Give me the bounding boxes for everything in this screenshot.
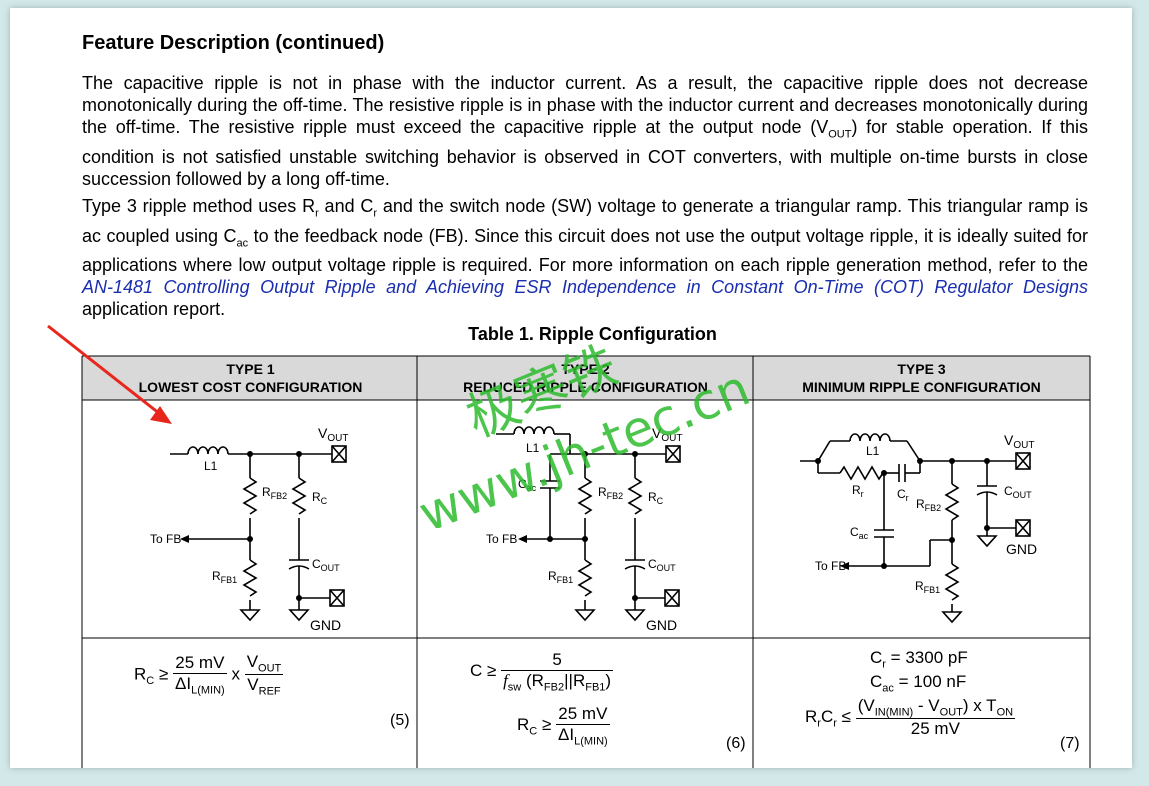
eq7-cac-value: Cac = 100 nF: [870, 672, 967, 695]
col-type-label: TYPE 2: [561, 361, 610, 377]
label-rfb2: RFB2: [916, 497, 941, 513]
paragraph-1: The capacitive ripple is not in phase wi…: [82, 72, 1088, 190]
label-cr: Cr: [897, 487, 909, 503]
resistor-rfb1-type3: [944, 563, 960, 601]
equation-6-number: (6): [726, 735, 746, 752]
paragraph-2: Type 3 ripple method uses Rr and Cr and …: [82, 195, 1088, 320]
resistor-rfb2-type3: [944, 483, 960, 521]
resistor-rc-type2: [627, 477, 643, 515]
resistor-rc-type1: [291, 477, 307, 515]
table-title: Table 1. Ripple Configuration: [468, 324, 717, 344]
eq7-cr-value: Cr = 3300 pF: [870, 648, 968, 671]
app-report-link[interactable]: AN-1481 Controlling Output Ripple and Ac…: [82, 277, 1088, 298]
resistor-rfb2-type1: [242, 477, 258, 515]
label-rfb1: RFB1: [212, 569, 237, 585]
equation-7-number: (7): [1060, 735, 1080, 752]
col-name-label: MINIMUM RIPPLE CONFIGURATION: [802, 379, 1041, 395]
label-cout: COUT: [312, 557, 340, 573]
label-l1: L1: [204, 459, 218, 473]
para2-a: Type 3 ripple method uses R: [82, 196, 316, 216]
label-rfb1: RFB1: [915, 579, 940, 595]
label-cout: COUT: [1004, 484, 1032, 500]
ground-symbol: [976, 535, 998, 548]
para2-ac: ac: [236, 237, 249, 250]
table-grid: [81, 355, 1091, 768]
inductor-l1-type2: [513, 426, 555, 435]
resistor-rfb1-type1: [242, 559, 258, 597]
table-header-bg: [82, 356, 1090, 400]
resistor-rfb1-type2: [577, 559, 593, 597]
col-name-label: LOWEST COST CONFIGURATION: [138, 379, 363, 395]
label-gnd: GND: [1006, 541, 1037, 557]
type2-nodes: [518, 451, 638, 601]
resistor-rr-type3: [839, 465, 884, 481]
label-cac: Cac: [850, 525, 869, 541]
col-header-type3: TYPE 3 MINIMUM RIPPLE CONFIGURATION: [755, 360, 1088, 396]
label-rc: RC: [648, 490, 664, 506]
label-vout: VOUT: [1004, 432, 1034, 451]
type3-nodes: [815, 458, 990, 570]
label-vout: VOUT: [318, 425, 348, 444]
document-page: Feature Description (continued) The capa…: [10, 8, 1132, 768]
red-arrow-icon: [47, 324, 172, 424]
gnd-terminal-type3: [1015, 519, 1031, 537]
label-rc: RC: [312, 490, 328, 506]
label-to-fb: To FB: [815, 559, 846, 573]
section-heading: Feature Description (continued): [82, 32, 385, 54]
label-cac: Cac: [518, 477, 537, 493]
para1-end: ) for stable operation. If this conditio…: [82, 117, 1088, 189]
gnd-terminal-type1: [329, 589, 345, 607]
vout-terminal-type3: [1015, 452, 1031, 470]
type1-nodes: [180, 451, 302, 601]
label-vout: VOUT: [652, 425, 682, 444]
para2-c: and the switch node (SW) voltage to gene…: [82, 196, 1088, 246]
vout-terminal-type1: [331, 445, 347, 463]
label-rfb2: RFB2: [598, 485, 623, 501]
type3-schematic: [800, 433, 1031, 624]
para1-sub: OUT: [828, 128, 852, 141]
para2-r2: r: [373, 207, 378, 220]
ground-symbol: [239, 609, 261, 622]
inductor-l1-type3: [849, 433, 891, 442]
col-name-label: REDUCED RIPPLE CONFIGURATION: [463, 379, 708, 395]
type2-schematic: [496, 426, 681, 622]
col-header-type1: TYPE 1 LOWEST COST CONFIGURATION: [84, 360, 417, 396]
para2-b: and C: [318, 196, 374, 216]
label-l1: L1: [526, 441, 540, 455]
equation-5-number: (5): [390, 712, 410, 729]
label-cout: COUT: [648, 557, 676, 573]
col-type-label: TYPE 1: [226, 361, 275, 377]
col-type-label: TYPE 3: [897, 361, 946, 377]
label-to-fb: To FB: [150, 532, 181, 546]
resistor-rfb2-type2: [577, 477, 593, 515]
para2-r1: r: [315, 207, 319, 220]
label-gnd: GND: [310, 617, 341, 633]
label-rfb1: RFB1: [548, 569, 573, 585]
para1-text: The capacitive ripple is not in phase wi…: [82, 73, 1088, 137]
col-header-type2: TYPE 2 REDUCED RIPPLE CONFIGURATION: [419, 360, 752, 396]
label-l1: L1: [866, 444, 880, 458]
gnd-terminal-type2: [664, 589, 680, 607]
label-rfb2: RFB2: [262, 485, 287, 501]
ground-symbol: [624, 609, 646, 622]
type1-schematic: [170, 445, 347, 622]
label-rr: Rr: [852, 483, 864, 499]
label-gnd: GND: [646, 617, 677, 633]
vout-terminal-type2: [665, 445, 681, 463]
para2-d: to the feedback node (FB). Since this ci…: [82, 225, 1088, 276]
label-to-fb: To FB: [486, 532, 517, 546]
ground-symbol: [288, 609, 310, 622]
ground-symbol: [941, 611, 963, 624]
ground-symbol: [574, 609, 596, 622]
ripple-table-graphics: L1 VOUT RFB2 RC To FB RFB1 COUT GND: [47, 324, 1091, 768]
inductor-l1-type1: [187, 446, 229, 455]
para2-e: application report.: [82, 299, 226, 320]
